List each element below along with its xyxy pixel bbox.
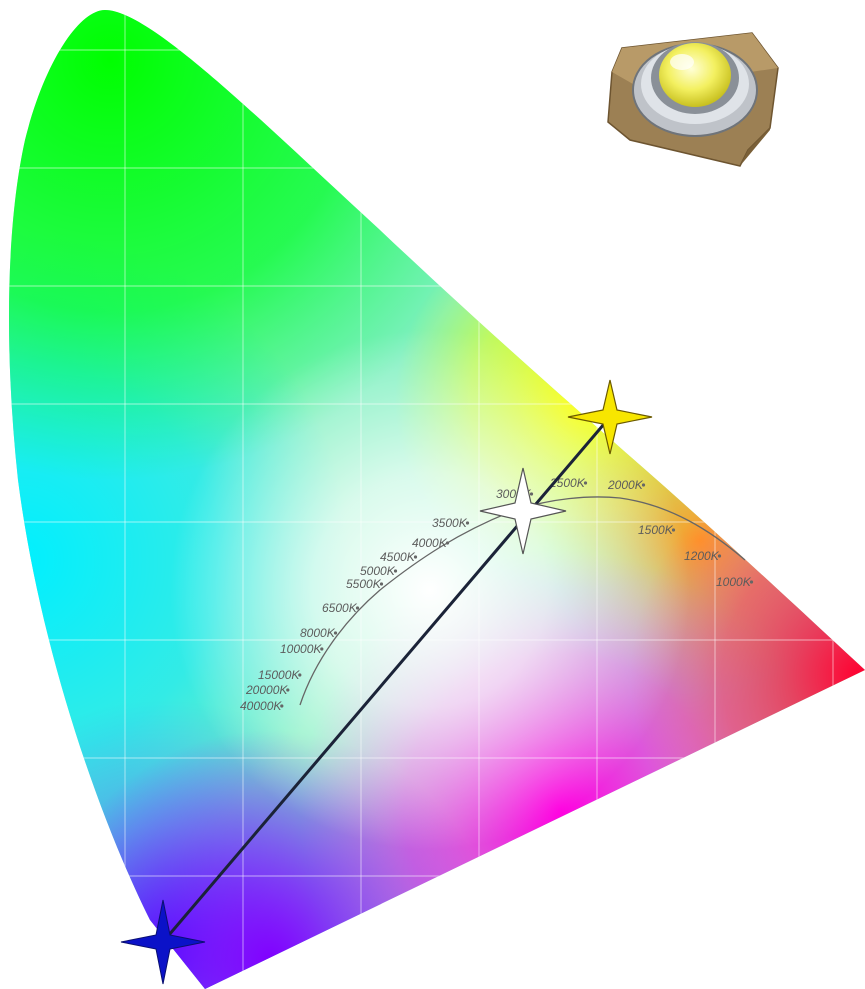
locus-label-5500k: 5500K — [346, 577, 382, 591]
locus-tick — [529, 492, 534, 496]
locus-label-3500k: 3500K — [432, 516, 468, 530]
locus-label-5000k: 5000K — [360, 564, 396, 578]
locus-label-1200k: 1200K — [684, 549, 720, 563]
yellow-phosphor-star-icon — [567, 379, 653, 455]
locus-label-4500k: 4500K — [380, 550, 416, 564]
locus-label-40000k: 40000K — [240, 699, 282, 713]
locus-tick — [445, 541, 450, 545]
locus-tick — [393, 569, 398, 573]
blue-led-star-icon — [120, 899, 206, 985]
white-led-package-icon — [607, 32, 779, 167]
locus-tick — [333, 631, 338, 635]
locus-label-1000k: 1000K — [716, 575, 752, 589]
locus-label-20000k: 20000K — [245, 683, 288, 697]
locus-tick — [320, 647, 324, 651]
locus-label-4000k: 4000K — [412, 536, 448, 550]
locus-label-6500k: 6500K — [322, 601, 358, 615]
locus-tick — [717, 554, 722, 558]
locus-tick — [286, 688, 290, 692]
locus-label-10000k: 10000K — [280, 642, 322, 656]
white-point-star-icon — [479, 467, 567, 555]
locus-tick — [413, 555, 418, 559]
locus-tick — [379, 582, 384, 586]
locus-tick — [465, 521, 470, 525]
locus-tick — [583, 481, 588, 485]
locus-tick — [355, 606, 360, 610]
locus-label-1500k: 1500K — [638, 523, 674, 537]
locus-tick — [298, 673, 302, 677]
locus-tick — [749, 580, 754, 584]
locus-label-15000k: 15000K — [258, 668, 300, 682]
locus-tick — [671, 528, 676, 532]
locus-tick — [280, 704, 284, 708]
locus-label-2000k: 2000K — [607, 478, 644, 492]
locus-label-8000k: 8000K — [300, 626, 336, 640]
locus-tick — [641, 483, 646, 487]
